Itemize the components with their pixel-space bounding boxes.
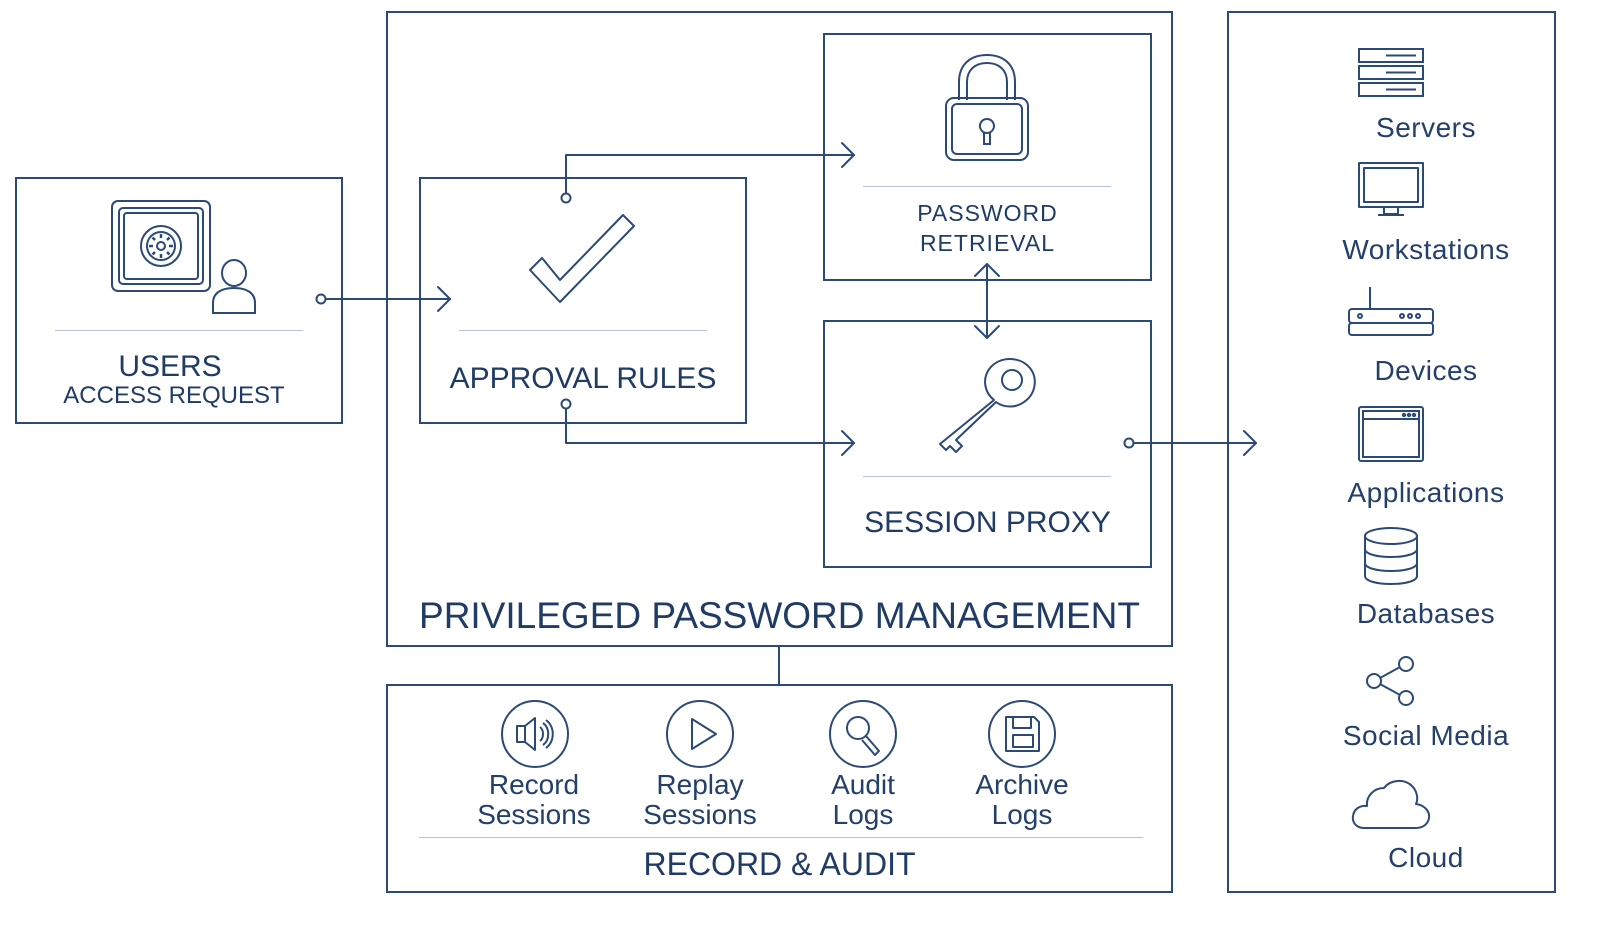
share-icon xyxy=(1366,656,1414,706)
audit-item-audit-logs: Audit Logs xyxy=(788,770,938,830)
audit-item-line1: Archive xyxy=(975,769,1069,800)
users-access-request-box xyxy=(15,177,343,424)
approval-divider xyxy=(459,330,707,331)
audit-item-line1: Audit xyxy=(831,769,895,800)
target-label-devices: Devices xyxy=(1374,355,1478,386)
session-divider xyxy=(863,476,1111,477)
play-icon xyxy=(666,700,734,768)
arrow-head-icon xyxy=(974,263,1000,277)
key-icon xyxy=(939,358,1036,453)
targets-box xyxy=(1227,11,1556,893)
approval-rules-title: APPROVAL RULES xyxy=(449,362,717,395)
audit-item-line2: Sessions xyxy=(643,799,757,830)
connector-dot xyxy=(560,192,572,204)
privileged-password-management-title: PRIVILEGED PASSWORD MANAGEMENT xyxy=(419,595,1140,636)
audit-item-line2: Logs xyxy=(991,799,1053,830)
session-proxy-box xyxy=(823,320,1152,568)
magnifier-icon xyxy=(829,700,897,768)
target-label-social-media: Social Media xyxy=(1342,720,1510,751)
floppy-disk-icon xyxy=(988,700,1056,768)
app-window-icon xyxy=(1358,406,1424,462)
arrow-head-icon xyxy=(974,325,1000,339)
password-divider xyxy=(863,186,1111,187)
target-label-workstations: Workstations xyxy=(1342,234,1510,265)
target-label-servers: Servers xyxy=(1376,112,1476,143)
server-rack-icon xyxy=(1358,48,1424,97)
router-icon xyxy=(1348,287,1434,336)
users-divider xyxy=(55,330,303,331)
arrow-head-icon xyxy=(437,286,451,312)
arrow-head-icon xyxy=(841,430,855,456)
password-retrieval-line1: PASSWORD xyxy=(917,200,1058,226)
target-label-databases: Databases xyxy=(1356,598,1496,629)
approval-rules-box xyxy=(419,177,747,424)
audit-item-line1: Record xyxy=(488,769,580,800)
audit-item-archive-logs: Archive Logs xyxy=(947,770,1097,830)
record-audit-title: RECORD & AUDIT xyxy=(643,846,916,882)
arrow-head-icon xyxy=(841,142,855,168)
connector-dot xyxy=(315,293,327,305)
target-label-applications: Applications xyxy=(1347,477,1505,508)
audit-item-record-sessions: Record Sessions xyxy=(459,770,609,830)
users-title: USERS xyxy=(118,350,222,383)
database-icon xyxy=(1364,527,1418,586)
monitor-icon xyxy=(1358,162,1424,216)
audit-item-line1: Replay xyxy=(656,769,744,800)
audit-item-line2: Sessions xyxy=(477,799,591,830)
checkmark-icon xyxy=(529,214,635,303)
speaker-icon xyxy=(501,700,569,768)
password-retrieval-line2: RETRIEVAL xyxy=(919,230,1056,256)
record-audit-box xyxy=(386,684,1173,893)
audit-divider xyxy=(419,837,1143,838)
audit-item-line2: Logs xyxy=(832,799,894,830)
connector-dot xyxy=(560,398,572,410)
audit-item-replay-sessions: Replay Sessions xyxy=(625,770,775,830)
user-person-icon xyxy=(212,259,256,314)
safe-vault-icon xyxy=(111,200,211,292)
users-subtitle: ACCESS REQUEST xyxy=(63,382,285,409)
cloud-icon xyxy=(1351,780,1431,829)
target-label-cloud: Cloud xyxy=(1388,842,1464,873)
session-proxy-title: SESSION PROXY xyxy=(864,506,1111,539)
padlock-icon xyxy=(945,53,1029,161)
connector-dot xyxy=(1123,437,1135,449)
arrow-head-icon xyxy=(1243,430,1257,456)
password-retrieval-box xyxy=(823,33,1152,281)
